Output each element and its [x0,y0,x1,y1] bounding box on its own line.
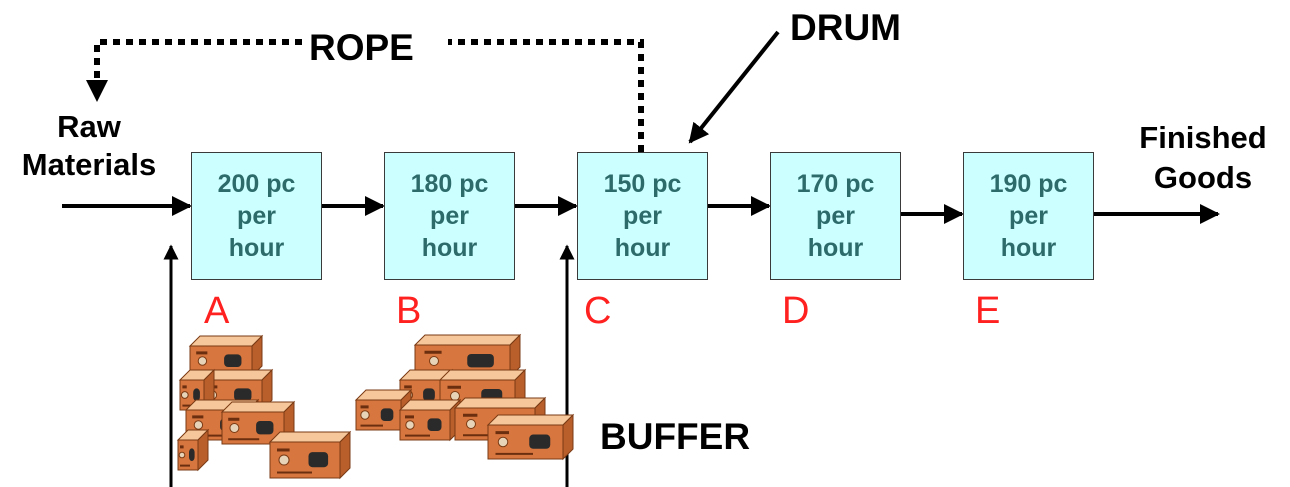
buffer-label: BUFFER [600,416,751,457]
finished-goods-line1: Finished [1139,120,1267,155]
station-d-rate-line2: per [816,202,855,230]
rope-line [94,39,644,152]
station-b-letter: B [396,290,422,332]
station-d-rate-line3: hour [807,234,864,262]
finished-goods-label: Finished Goods [1118,118,1288,198]
station-e-rate-line2: per [1009,202,1048,230]
station-c-letter: C [584,290,612,332]
station-e-letter: E [975,290,1001,332]
station-e-rate-line1: 190 pc [989,170,1068,198]
station-e: 190 pc per hour [963,152,1094,280]
rope-arrowhead [86,80,108,102]
flow-arrows [62,196,1220,224]
drum-label: DRUM [790,7,901,48]
finished-goods-line2: Goods [1153,160,1253,195]
inventory-box-icon [398,398,462,442]
station-a-rate-line1: 200 pc [217,170,296,198]
buffer-inventory-right-icon [354,333,575,461]
station-a-letter: A [204,290,230,332]
station-d-rate-line1: 170 pc [796,170,875,198]
inventory-box-icon [354,388,413,432]
inventory-box-icon [486,413,575,461]
station-b-rate-line2: per [430,202,469,230]
station-e-rate-line3: hour [1000,234,1057,262]
raw-materials-label: Raw Materials [0,108,178,184]
station-b: 180 pc per hour [384,152,515,280]
station-c: 150 pc per hour [577,152,708,280]
station-a-rate-line3: hour [228,234,285,262]
inventory-box-icon [268,430,352,480]
inventory-box-icon [176,428,210,472]
station-a-rate-line2: per [237,202,276,230]
station-d: 170 pc per hour [770,152,901,280]
raw-materials-line1: Raw [57,109,121,144]
raw-materials-line2: Materials [21,147,157,182]
station-d-letter: D [782,290,810,332]
station-c-rate-line3: hour [614,234,671,262]
station-b-rate-line3: hour [421,234,478,262]
station-b-rate-line1: 180 pc [410,170,489,198]
station-c-rate-line1: 150 pc [603,170,682,198]
station-a: 200 pc per hour [191,152,322,280]
drum-arrow [688,30,780,144]
inventory-box-icon [413,333,522,379]
buffer-inventory-left-icon [176,334,352,480]
rope-label: ROPE [309,27,414,68]
station-c-rate-line2: per [623,202,662,230]
